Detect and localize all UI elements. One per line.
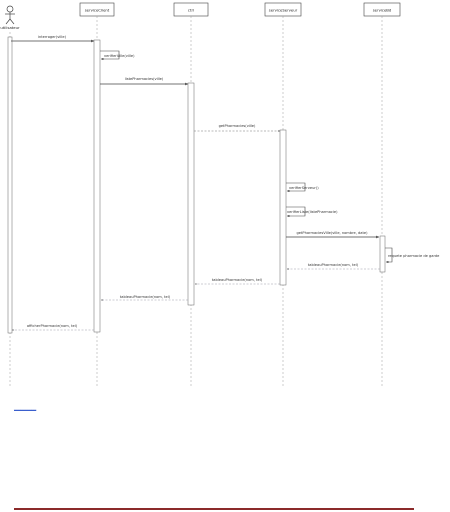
participant-label-ctrl: ctrl	[188, 8, 194, 13]
message-interroger: interroger(ville)	[11, 35, 94, 43]
activation-serviceServeur	[279, 129, 287, 286]
participant-ctrl: ctrl	[173, 2, 209, 17]
actor-leg-left-icon	[5, 18, 11, 25]
participant-serviceClient: serviceClient	[79, 2, 115, 17]
activation-serviceBd	[379, 235, 386, 273]
message-label: verifierVille(ville)	[104, 54, 135, 58]
footer-rule	[14, 508, 414, 510]
activation-actor	[7, 36, 13, 334]
document-link[interactable]: __________	[14, 405, 37, 410]
actor-head-icon	[6, 5, 14, 13]
message-getPharmacies: getPharmacies(ville)	[194, 124, 280, 131]
message-label: requete pharmacie de garde	[388, 254, 440, 258]
actor-utilisateur: utilisateur	[0, 5, 20, 30]
message-arrow	[385, 247, 393, 264]
message-label: tableauPharmacie(nom, tel)	[212, 278, 263, 282]
message-label: tableauPharmacie(nom, tel)	[308, 263, 359, 267]
message-verifierServeur: verifierServeur()	[286, 182, 319, 193]
message-listePharmacies: listePharmacies(ville)	[100, 77, 188, 86]
participant-serviceBd: serviceBd	[363, 2, 401, 17]
message-getPharmaciesVille: getPharmaciesVille(ville, nombre, date)	[286, 231, 379, 239]
actor-leg-right-icon	[9, 18, 15, 25]
message-verifierVille: verifierVille(ville)	[100, 50, 135, 61]
message-return-ctrl-sc: tableauPharmacie(nom, tel)	[101, 295, 188, 300]
activation-ctrl	[187, 82, 195, 306]
participant-serviceServeur: serviceServeur	[264, 2, 302, 17]
message-arrow	[286, 182, 306, 193]
message-arrow	[100, 50, 120, 61]
participant-label-srv: serviceServeur	[269, 8, 298, 13]
message-label: verifierServeur()	[289, 186, 319, 190]
message-label: verifierListe(listePharmacie)	[287, 210, 338, 214]
message-label: interroger(ville)	[38, 35, 67, 39]
message-arrow	[286, 206, 306, 218]
message-label: getPharmacies(ville)	[219, 124, 256, 128]
message-return-sc-actor: afficherPharmacie(nom, tel)	[12, 324, 94, 330]
message-verifierListe: verifierListe(listePharmacie)	[286, 206, 338, 218]
sequence-diagram: utilisateur serviceClient ctrl serviceSe…	[0, 2, 440, 388]
message-return-srv-ctrl: tableauPharmacie(nom, tel)	[195, 278, 280, 284]
participant-label-bd: serviceBd	[373, 8, 392, 13]
activation-serviceClient	[93, 39, 101, 333]
message-return-bd-srv: tableauPharmacie(nom, tel)	[287, 263, 380, 269]
participant-label-actor: utilisateur	[0, 25, 20, 30]
participant-label-sc: serviceClient	[85, 8, 110, 13]
message-label: afficherPharmacie(nom, tel)	[27, 324, 78, 328]
message-requete: requete pharmacie de garde	[385, 247, 440, 264]
message-label: getPharmaciesVille(ville, nombre, date)	[297, 231, 369, 235]
message-label: tableauPharmacie(nom, tel)	[120, 295, 171, 299]
message-label: listePharmacies(ville)	[125, 77, 164, 81]
